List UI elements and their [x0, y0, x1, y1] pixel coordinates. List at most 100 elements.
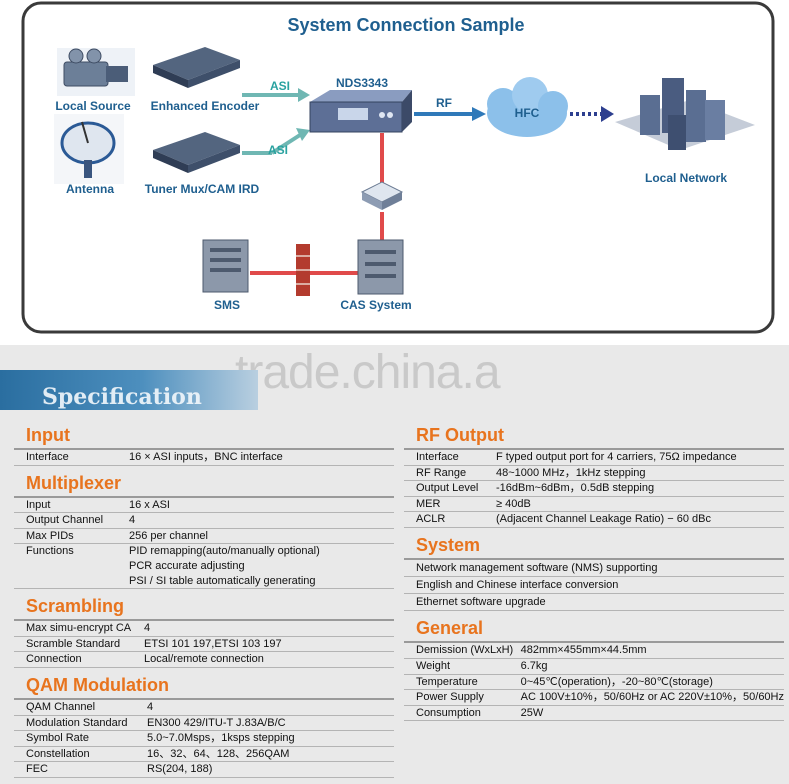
row-key: Max PIDs — [14, 528, 129, 545]
section-title: General — [416, 618, 484, 639]
row-key: Interface — [14, 450, 129, 466]
asi-bottom-arrow: ASI — [242, 128, 310, 157]
local-network-label: Local Network — [645, 171, 727, 185]
row-key: Output Level — [404, 480, 496, 497]
row-value: 256 per channel — [129, 528, 394, 545]
nds-label: NDS3343 — [336, 76, 388, 90]
row-value: 16、32、64、128、256QAM — [147, 746, 394, 763]
nds-device-icon — [309, 90, 412, 133]
row-key: Ethernet software upgrade — [404, 593, 784, 612]
camera-icon — [57, 48, 135, 96]
row-value: PID remapping(auto/manually optional) — [129, 545, 320, 558]
row-key: Consumption — [404, 705, 521, 722]
diagram-title: System Connection Sample — [287, 15, 524, 35]
table-row: Ethernet software upgrade — [404, 593, 784, 612]
antenna-label: Antenna — [66, 182, 114, 196]
row-key: Max simu-encrypt CA — [14, 621, 144, 637]
table-row: Output Level-16dBm~6dBm，0.5dB stepping — [404, 480, 784, 497]
section-title: Scrambling — [26, 596, 125, 617]
row-key: Network management software (NMS) suppor… — [404, 559, 784, 578]
row-key: Interface — [404, 450, 496, 466]
row-value: 4 — [147, 699, 394, 716]
row-value: 25W — [520, 705, 784, 722]
hfc-cloud-icon — [487, 77, 568, 137]
row-value: (Adjacent Channel Leakage Ratio) − 60 dB… — [496, 511, 784, 528]
table-row: Network management software (NMS) suppor… — [404, 559, 784, 578]
row-value: 4 — [129, 512, 394, 529]
rf-label: RF — [436, 96, 452, 110]
row-key: Demission (WxLxH) — [404, 643, 521, 660]
table-row: English and Chinese interface conversion — [404, 576, 784, 595]
tuner-mux-device-icon — [153, 132, 240, 173]
row-key: English and Chinese interface conversion — [404, 576, 784, 595]
row-value: 482mm×455mm×44.5mm — [520, 643, 784, 660]
row-key: Connection — [14, 651, 144, 668]
row-value: PSI / SI table automatically generating — [129, 573, 394, 590]
row-key: Power Supply — [404, 689, 521, 706]
table-row: ACLR(Adjacent Channel Leakage Ratio) − 6… — [404, 511, 784, 528]
row-key: MER — [404, 496, 496, 513]
row-key: Functions — [26, 545, 74, 558]
cas-label: CAS System — [340, 298, 411, 312]
section-title: System — [416, 534, 481, 555]
spec-banner: Specification — [0, 370, 258, 410]
sms-label: SMS — [214, 298, 240, 312]
section-title: QAM Modulation — [26, 674, 169, 695]
general-section: General Demission (WxLxH)482mm×455mm×44.… — [404, 617, 784, 722]
row-value: ETSI 101 197,ETSI 103 197 — [144, 636, 394, 653]
table-row: Demission (WxLxH)482mm×455mm×44.5mm — [404, 643, 784, 660]
row-value: EN300 429/ITU-T J.83A/B/C — [147, 715, 394, 732]
row-value: 16 × ASI inputs，BNC interface — [129, 450, 394, 466]
row-key — [14, 573, 129, 590]
row-value: -16dBm~6dBm，0.5dB stepping — [496, 480, 784, 497]
sms-server-icon — [202, 239, 249, 293]
system-diagram: System Connection Sample Local Source An… — [0, 0, 789, 345]
local-source-label: Local Source — [55, 99, 131, 113]
row-key: ACLR — [404, 511, 496, 528]
section-title: Input — [26, 425, 70, 445]
spec-banner-label: Specification — [42, 384, 202, 410]
asi-top-label: ASI — [270, 79, 290, 93]
row-key — [14, 559, 129, 574]
encoder-device-icon — [153, 47, 240, 88]
firewall-icon — [296, 244, 310, 296]
row-value: 0~45℃(operation)，-20~80℃(storage) — [520, 674, 784, 691]
row-value: 48~1000 MHz，1kHz stepping — [496, 465, 784, 482]
row-key: Scramble Standard — [14, 636, 144, 653]
row-value: PCR accurate adjusting — [129, 559, 245, 572]
row-key: RF Range — [404, 465, 496, 482]
table-row: PCR accurate adjusting — [14, 559, 394, 574]
section-title: Multiplexer — [26, 472, 122, 493]
watermark: trade.china.a — [235, 346, 501, 399]
row-key: Weight — [404, 658, 521, 675]
tuner-mux-label: Tuner Mux/CAM IRD — [145, 182, 260, 196]
diagram-canvas: System Connection Sample Local Source An… — [21, 1, 775, 334]
hfc-label: HFC — [515, 106, 540, 120]
row-value: AC 100V±10%，50/60Hz or AC 220V±10%，50/60… — [520, 689, 784, 706]
row-value: RS(204, 188) — [147, 761, 394, 778]
row-key: Symbol Rate — [14, 730, 147, 747]
row-key: FEC — [14, 761, 147, 778]
